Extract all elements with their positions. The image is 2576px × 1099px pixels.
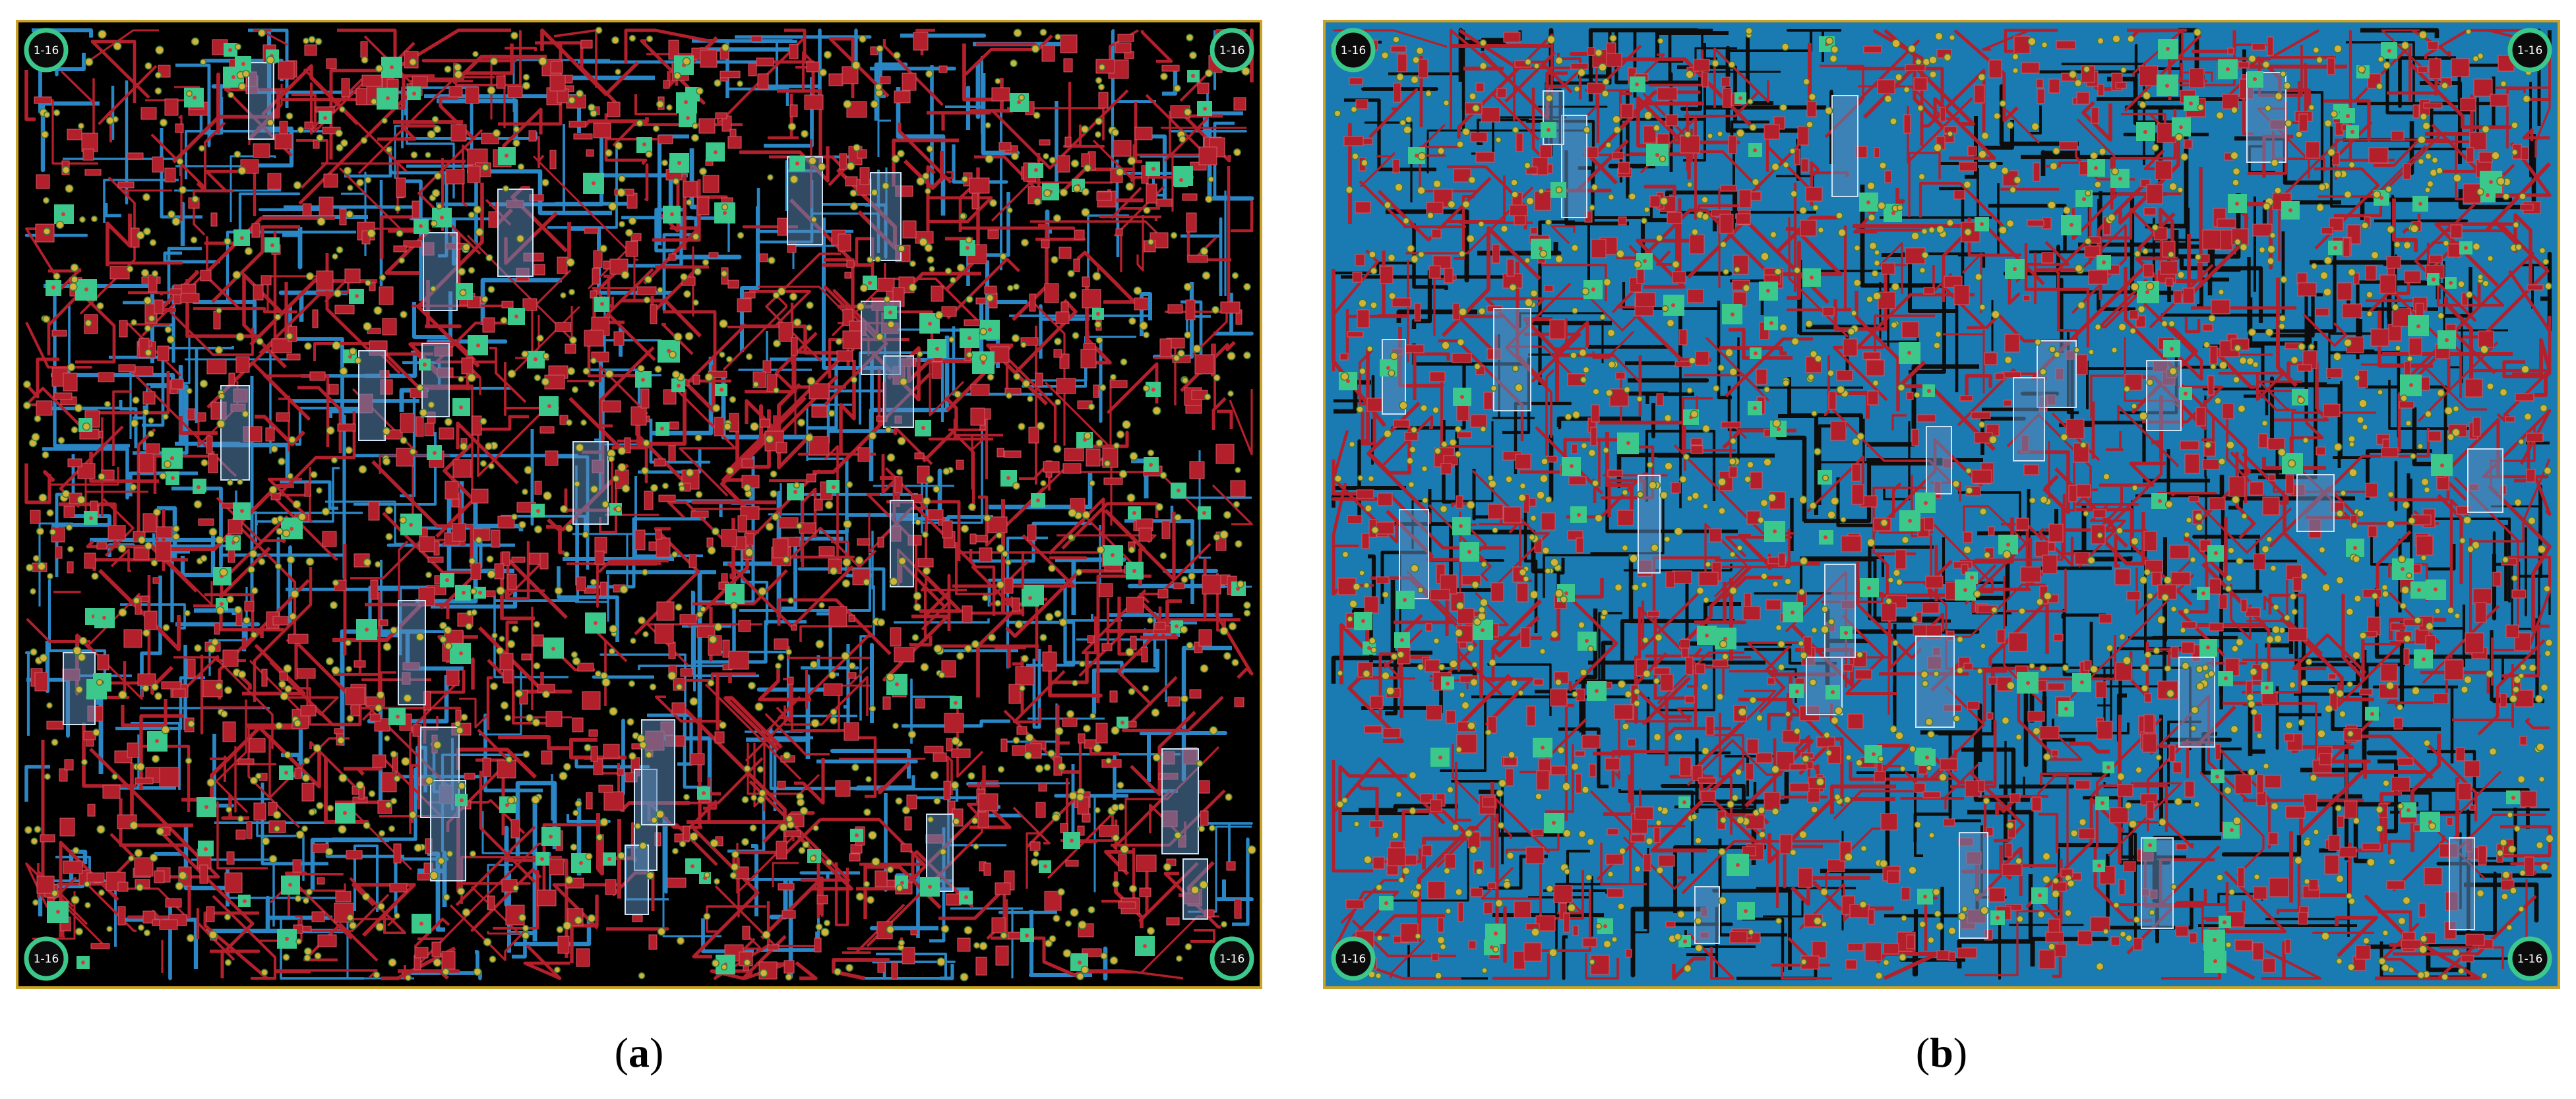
via-layer [1330, 27, 2554, 981]
mounting-hole-label: 1-16 [1341, 44, 1366, 57]
pcb-artwork-a: 1-16 1-16 1-16 1-16 [23, 26, 1256, 982]
mounting-hole-label: 1-16 [2517, 953, 2543, 966]
mounting-hole-icon [1210, 936, 1254, 981]
caption-a: (a) [614, 1029, 664, 1076]
pcb-artwork-b: 1-16 1-16 1-16 1-16 [1330, 27, 2554, 981]
mounting-hole-icon [2507, 936, 2552, 981]
mounting-hole-label: 1-16 [34, 44, 59, 57]
caption-b: (b) [1915, 1029, 1968, 1076]
mounting-hole-label: 1-16 [2517, 44, 2543, 57]
mounting-hole-icon [24, 936, 69, 981]
mounting-hole-label: 1-16 [1219, 44, 1245, 57]
mounting-hole-label: 1-16 [1341, 953, 1366, 966]
mounting-holes: 1-16 1-16 1-16 1-16 [1331, 28, 2552, 981]
trace-layer [24, 28, 1254, 981]
component-layer [1337, 32, 2544, 975]
mounting-hole-icon [1210, 28, 1254, 73]
mounting-hole-icon [1331, 28, 1376, 73]
pcb-layout-panel-b: 1-16 1-16 1-16 1-16 [1323, 20, 2560, 989]
component-layer [30, 32, 1246, 980]
caption-a-letter: a [629, 1029, 650, 1076]
trace-layer [1331, 28, 2552, 980]
mounting-hole-icon [24, 28, 69, 73]
caption-b-letter: b [1930, 1029, 1953, 1076]
mounting-hole-label: 1-16 [34, 953, 59, 966]
mounting-hole-icon [2507, 28, 2552, 73]
via-layer [23, 26, 1256, 982]
mounting-hole-label: 1-16 [1219, 953, 1245, 966]
mounting-hole-icon [1331, 936, 1376, 981]
mounting-holes: 1-16 1-16 1-16 1-16 [24, 28, 1254, 981]
pcb-layout-panel-a: 1-16 1-16 1-16 1-16 [16, 20, 1262, 989]
